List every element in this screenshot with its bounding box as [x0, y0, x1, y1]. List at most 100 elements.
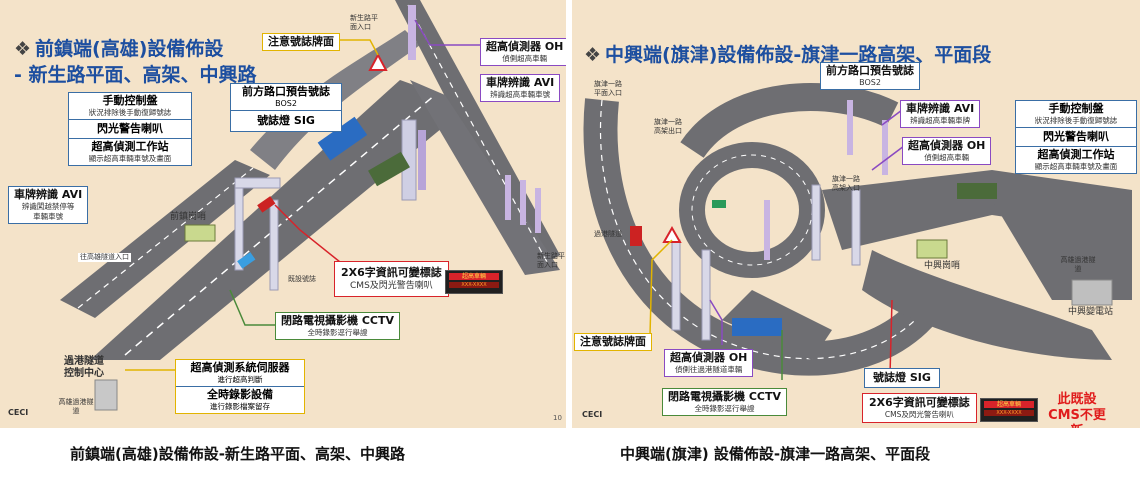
signal-pole	[520, 180, 526, 225]
car-icon	[630, 226, 642, 246]
gantry-post	[269, 199, 279, 291]
main-road	[822, 170, 1132, 250]
manual-panel-sub: 狀況排除後手動復歸號誌	[1034, 116, 1118, 125]
cms-not-updated-note: 此既設CMS不更新	[1048, 392, 1106, 428]
lane-mark	[124, 94, 436, 356]
signal-pole	[882, 120, 888, 175]
warning-sign-icon	[662, 225, 682, 243]
warning-sign-label: 注意號誌牌面	[574, 333, 652, 351]
substation-label: 中興變電站	[1068, 307, 1114, 317]
gantry-post	[701, 249, 711, 341]
left-caption: 前鎮端(高雄)設備佈設-新生路平面、高架、中興路	[70, 445, 405, 463]
signal-pole	[847, 100, 853, 155]
guard-booth-icon	[916, 239, 948, 259]
connector-line	[414, 19, 482, 46]
bos2-label: 前方路口預告號誌	[242, 85, 330, 98]
substation-building-icon	[1071, 279, 1113, 306]
station-label: 超高偵測工作站	[91, 140, 169, 153]
flash-horn-label: 閃光警告喇叭	[97, 122, 163, 135]
truck-icon	[957, 183, 997, 199]
control-center-label: 過港隧道控制中心	[64, 356, 104, 379]
guard-booth-label: 前鎮崗哨	[170, 212, 207, 222]
gantry-post	[671, 239, 681, 331]
connector-line	[229, 289, 275, 326]
lower-road	[862, 250, 1112, 360]
truck-icon	[732, 318, 782, 336]
tunnel-label: 過港隧道	[594, 230, 622, 238]
right-road	[395, 0, 560, 270]
left-title-line1: ❖前鎮端(高雄)設備佈設	[14, 38, 224, 60]
signal-pole	[505, 175, 511, 220]
gantry-post	[234, 179, 244, 271]
ceci-logo: CECI	[582, 410, 603, 419]
connector-line	[649, 239, 673, 336]
signal-pole	[408, 5, 416, 60]
ramp-exit-label: 旗津一路高架出口	[654, 118, 682, 135]
station-sub: 顯示超高車輛車號及畫面	[88, 154, 172, 163]
recorder-sub: 進行錄影檔案留存	[210, 402, 270, 411]
connector-line	[339, 39, 379, 56]
tunnel-entry-label: 高雄過港隧道	[1060, 256, 1096, 273]
truck-icon	[317, 116, 368, 161]
manual-panel-label: 手動控制盤	[102, 94, 158, 107]
warning-sign-label: 注意號誌牌面	[262, 33, 340, 51]
gantry-post	[851, 189, 861, 266]
server-sub: 進行超高判斷	[217, 375, 263, 384]
ramp-road	[410, 80, 560, 275]
control-center-building-icon	[94, 379, 118, 411]
zhongxing-guard-label: 中興崗哨	[924, 261, 961, 271]
gaoxiong-entry-label: 往高雄隧道入口	[78, 253, 131, 262]
page-number: 10	[553, 414, 562, 422]
car-icon	[257, 196, 276, 213]
signal-pole	[535, 188, 541, 233]
gantry-beam	[234, 177, 281, 189]
lower-right-entry-label: 新生路平面入口	[537, 252, 565, 269]
guard-booth-icon	[184, 224, 216, 242]
gantry-post	[811, 184, 821, 261]
signal-pole	[764, 200, 770, 260]
flash-horn-label: 閃光警告喇叭	[1043, 130, 1109, 143]
elevated-entry-label: 旗津一路平面入口	[594, 80, 622, 97]
right-plaza	[992, 195, 1132, 300]
connector-line	[709, 299, 723, 345]
tunnel-entry-label: 高雄過港隧道	[58, 398, 94, 415]
main-road	[90, 80, 470, 360]
truck-icon	[368, 151, 410, 187]
left-title-line2: - 新生路平面、高架、中興路	[14, 64, 257, 86]
station-label: 超高偵測工作站	[1037, 148, 1115, 161]
spiral-road	[679, 142, 825, 278]
right-title: ❖中興端(旗津)設備佈設-旗津一路高架、平面段	[584, 44, 992, 66]
right-caption: 中興端(旗津) 設備佈設-旗津一路高架、平面段	[620, 445, 931, 463]
recorder-label: 全時錄影設備	[207, 388, 273, 401]
server-label: 超高偵測系統伺服器	[190, 361, 290, 374]
car-icon	[237, 252, 256, 269]
connector-line	[881, 109, 903, 126]
entry-top-label: 新生路平面入口	[350, 14, 378, 31]
warning-sign-icon	[368, 52, 388, 71]
manual-panel-label: 手動控制盤	[1048, 102, 1104, 115]
control-station-stack: 手動控制盤狀況排除後手動復歸號誌 閃光警告喇叭 超高偵測工作站顯示超高車輛車號及…	[1015, 100, 1137, 174]
control-station-stack: 手動控制盤狀況排除後手動復歸號誌 閃光警告喇叭 超高偵測工作站顯示超高車輛車號及…	[68, 92, 192, 166]
signal-pole	[418, 130, 426, 190]
bypass-entry-label: 旗津一路高架入口	[832, 175, 860, 192]
server-recorder-stack: 超高偵測系統伺服器進行超高判斷 全時錄影設備進行錄影檔案留存	[175, 359, 305, 414]
lane-mark	[77, 167, 254, 309]
connector-line	[889, 299, 893, 376]
sig-label: 號誌燈 SIG	[864, 368, 940, 388]
sig-label: 號誌燈 SIG	[257, 114, 315, 127]
exit-label: 既設號誌	[288, 275, 316, 283]
